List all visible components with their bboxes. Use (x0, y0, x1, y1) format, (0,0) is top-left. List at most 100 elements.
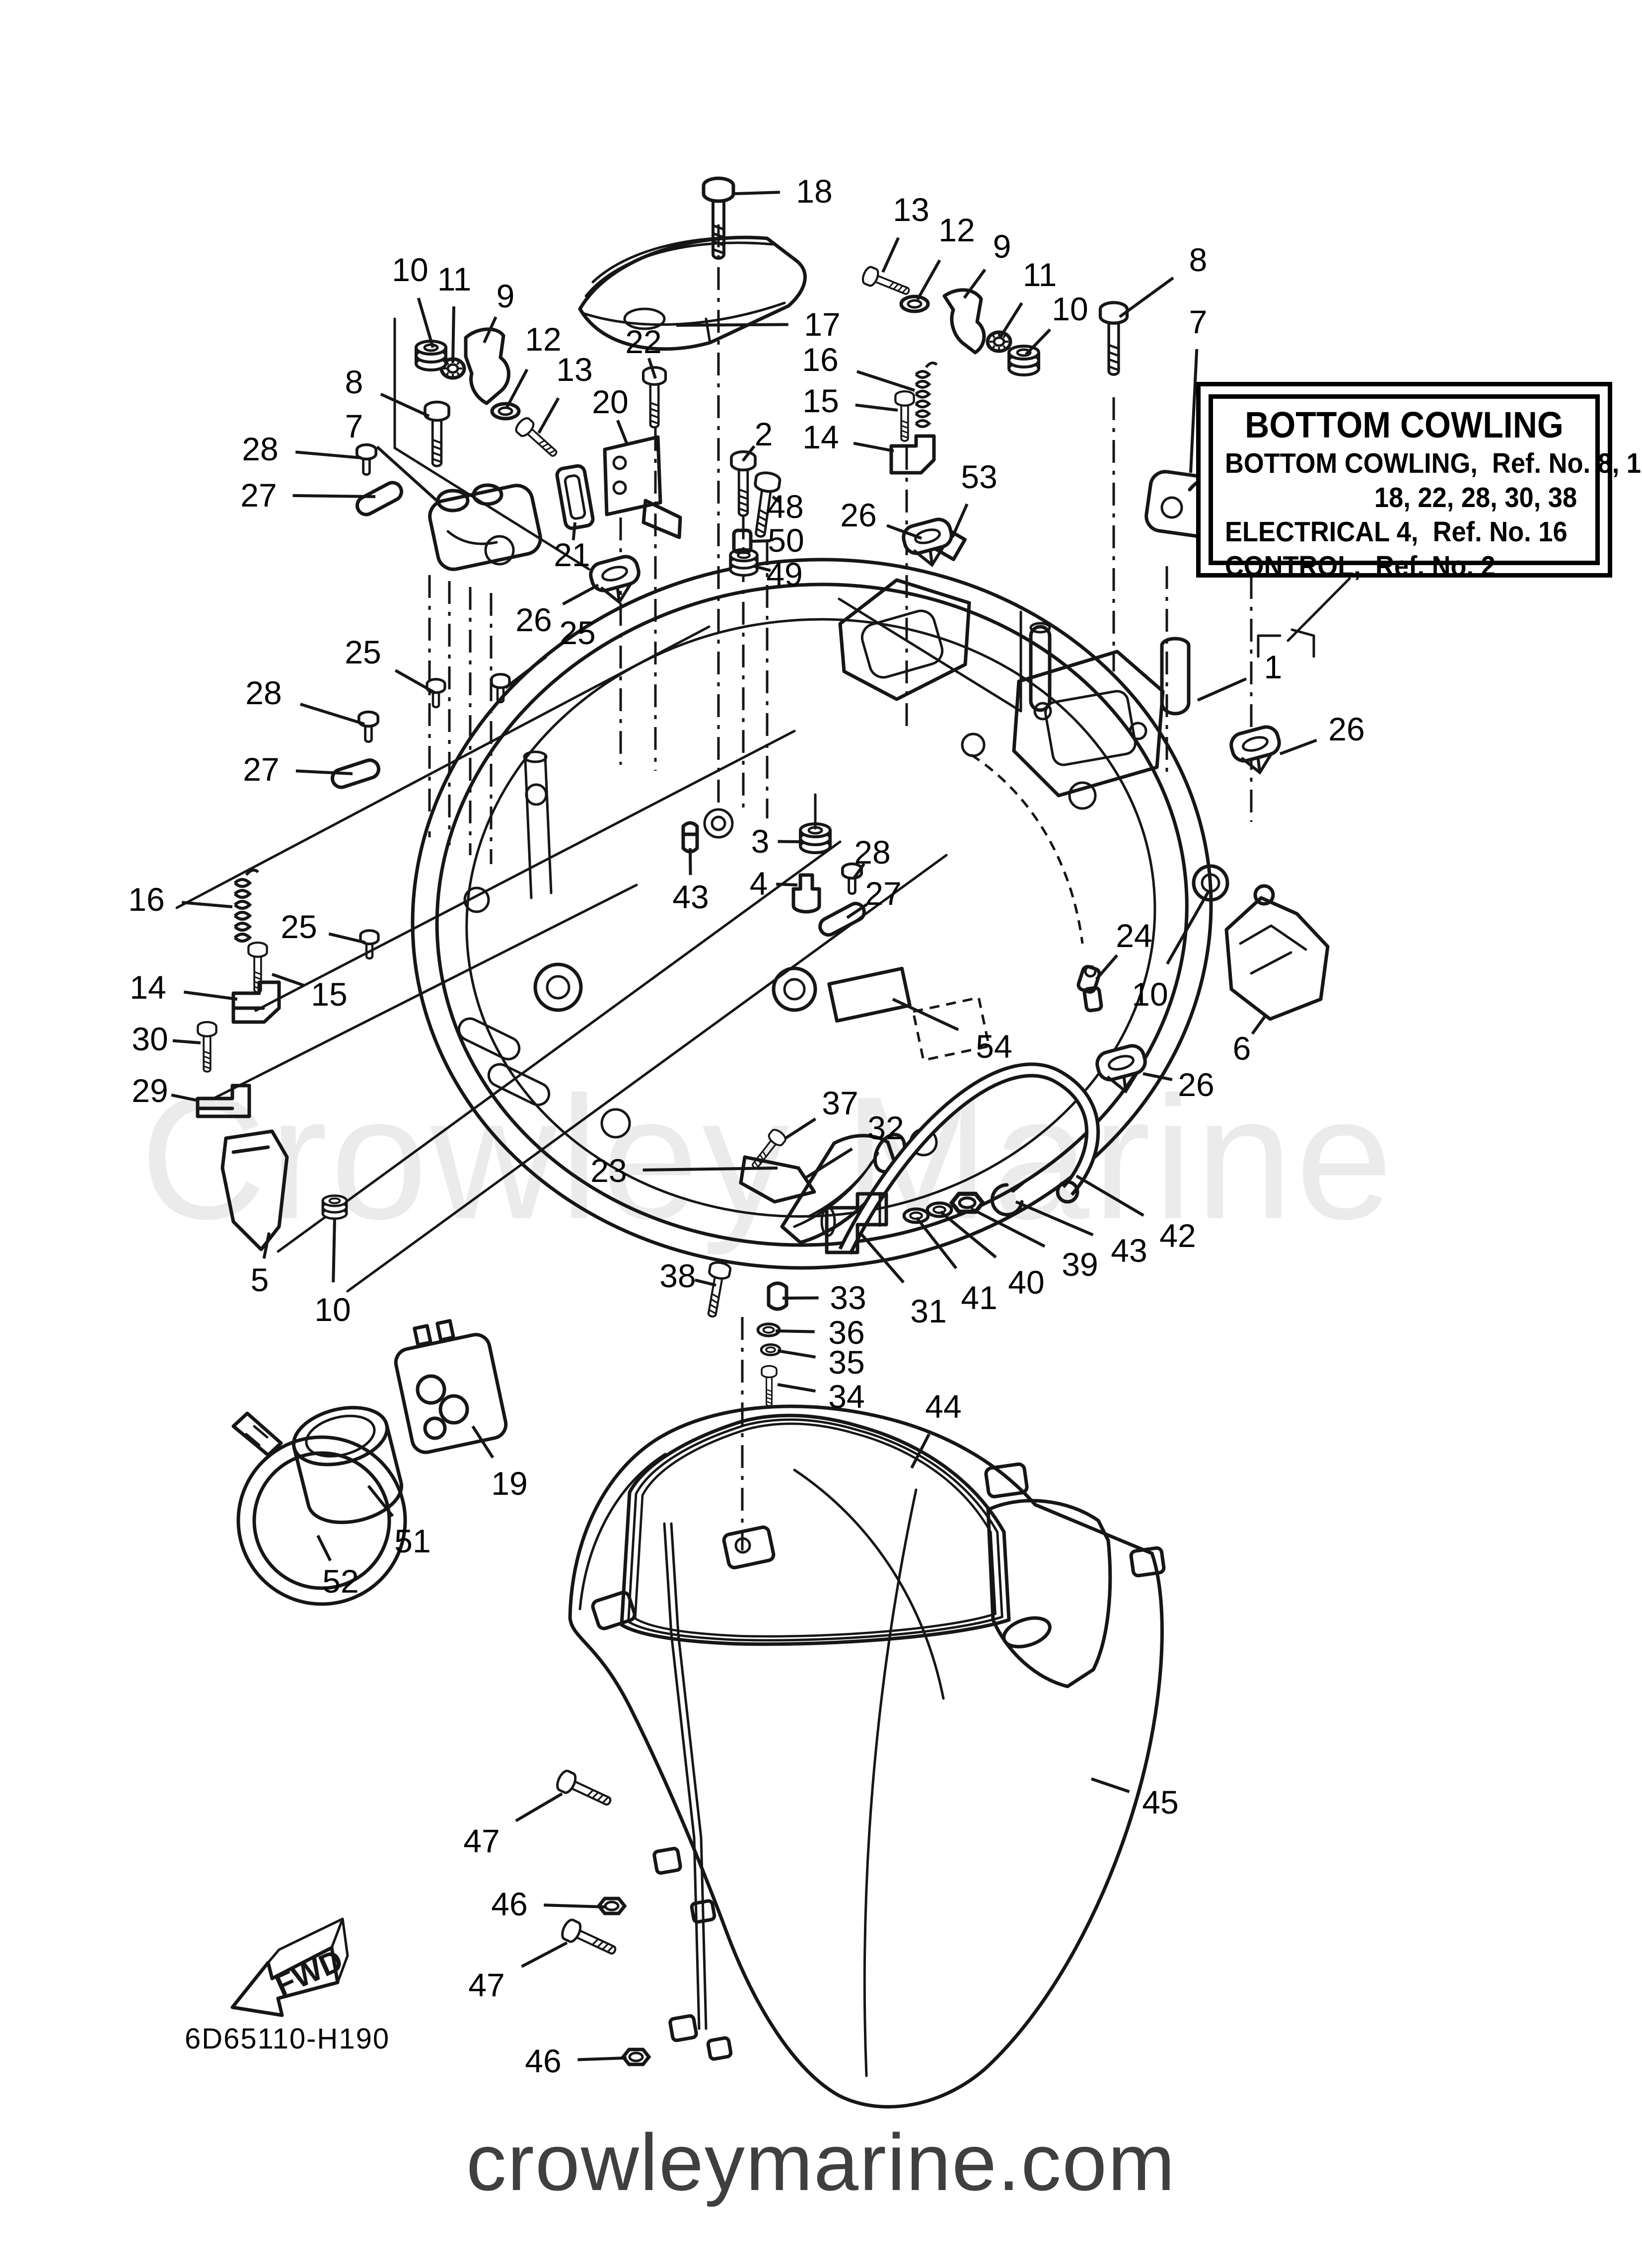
part-label-15: 15 (802, 382, 839, 419)
leader-line-27 (295, 769, 353, 775)
part-label-10: 10 (392, 251, 428, 288)
part-label-8: 8 (345, 364, 363, 400)
part-label-11: 11 (1022, 256, 1057, 293)
leader-line-52 (316, 1535, 332, 1561)
callout-1-mark (1257, 577, 1351, 658)
part-label-14: 14 (130, 969, 166, 1006)
part-label-23: 23 (590, 1152, 627, 1189)
bracket-14-right (889, 434, 936, 475)
leader-line-7 (1189, 349, 1199, 473)
leader-line-27 (292, 494, 376, 498)
leader-line-41 (915, 1217, 958, 1269)
leader-line-18 (734, 191, 780, 195)
info-box-line2: 18, 22, 28, 30, 38 (1374, 482, 1577, 513)
fwd-arrow-label: FWD (270, 1943, 348, 2003)
reference-info-box: BOTTOM COWLING BOTTOM COWLING, Ref. No. … (1196, 382, 1642, 582)
gasket-part-44 (620, 1413, 1011, 1646)
part-label-12: 12 (525, 321, 562, 358)
leader-line-32 (804, 1147, 853, 1179)
leader-line-19 (471, 1425, 495, 1459)
nut-39 (952, 1194, 983, 1212)
bracket-32 (739, 1155, 816, 1204)
leader-line-37 (785, 1117, 817, 1140)
part-label-29: 29 (132, 1072, 168, 1109)
leader-line-21 (571, 522, 576, 541)
bolt-2 (731, 452, 755, 516)
part-label-34: 34 (828, 1378, 865, 1415)
part-label-9: 9 (993, 228, 1011, 265)
leader-line-13 (881, 237, 900, 273)
part-label-37: 37 (822, 1085, 858, 1121)
clip-43-upper (681, 821, 699, 854)
screw-28b (359, 712, 378, 742)
leader-line-12 (505, 368, 529, 409)
leader-line-34 (777, 1383, 816, 1393)
part-label-52: 52 (322, 1563, 359, 1600)
plate-20 (603, 435, 682, 539)
clip-33 (767, 1281, 788, 1311)
part-label-16: 16 (128, 881, 165, 918)
part-label-25: 25 (345, 634, 381, 670)
watermark-text: Crowley Marine (140, 1060, 1396, 1255)
part-label-25: 25 (281, 908, 317, 945)
part-label-21: 21 (554, 536, 590, 573)
fasteners-and-small-parts (196, 178, 1330, 2064)
leader-line-25 (504, 655, 547, 689)
part-label-10: 10 (1052, 291, 1088, 327)
part-label-43: 43 (672, 878, 709, 915)
washer-35 (761, 1345, 780, 1355)
part-label-54: 54 (976, 1028, 1012, 1065)
info-box-line1: BOTTOM COWLING, Ref. No. 8, 15 (1225, 447, 1642, 479)
info-box-title: BOTTOM COWLING (1245, 404, 1564, 445)
leader-line-16 (181, 901, 233, 908)
washer-40 (928, 1203, 952, 1217)
leader-line-47 (521, 1941, 568, 1968)
leader-line-36 (775, 1329, 815, 1333)
leader-line-2 (741, 445, 756, 462)
leader-line-49 (753, 565, 771, 572)
part-label-47: 47 (468, 1967, 505, 2003)
connector-19 (394, 1319, 508, 1454)
leader-line-28 (295, 450, 362, 459)
diagram-code: 6D65110-H190 (185, 2023, 390, 2055)
leader-line-46 (544, 1903, 607, 1908)
leader-line-26 (1142, 1072, 1173, 1082)
part-label-45: 45 (1142, 1784, 1179, 1821)
leader-line-31 (858, 1232, 905, 1284)
leader-line-9 (483, 316, 498, 344)
leader-line-22 (647, 358, 657, 379)
grommet-26c (1228, 725, 1285, 778)
washer-12-right (901, 296, 928, 311)
part-label-11: 11 (437, 261, 472, 297)
part-label-10: 10 (1132, 976, 1168, 1013)
part-label-22: 22 (625, 323, 662, 360)
part-label-27: 27 (240, 477, 277, 513)
bolt-38 (702, 1261, 731, 1318)
info-box-line4: CONTROL, Ref. No. 2 (1225, 550, 1496, 582)
leader-line-17 (676, 323, 788, 327)
grommet-26b (901, 517, 958, 571)
leader-line-12 (916, 259, 941, 300)
part-label-26: 26 (1178, 1066, 1214, 1103)
part-label-9: 9 (496, 278, 515, 314)
leader-line-6 (1251, 1015, 1267, 1035)
collar-50 (732, 528, 753, 554)
leader-line-16 (856, 370, 915, 392)
bottom-cowling-pan-part-1 (411, 526, 1213, 1270)
leader-line-48 (772, 495, 781, 504)
part-label-2: 2 (754, 416, 773, 452)
part-label-26: 26 (840, 497, 877, 533)
part-label-12: 12 (938, 212, 975, 248)
bolt-13-left (514, 416, 562, 461)
part-label-6: 6 (1232, 1030, 1251, 1067)
washer-11-right (988, 332, 1010, 351)
leader-line-11 (451, 306, 456, 363)
mount-7-left (428, 483, 542, 571)
part-label-51: 51 (394, 1523, 431, 1559)
part-label-30: 30 (132, 1021, 168, 1057)
washer-12-left (492, 404, 519, 419)
leader-line-30 (172, 1039, 201, 1044)
leader-line-8 (380, 392, 430, 418)
part-label-48: 48 (767, 488, 804, 525)
